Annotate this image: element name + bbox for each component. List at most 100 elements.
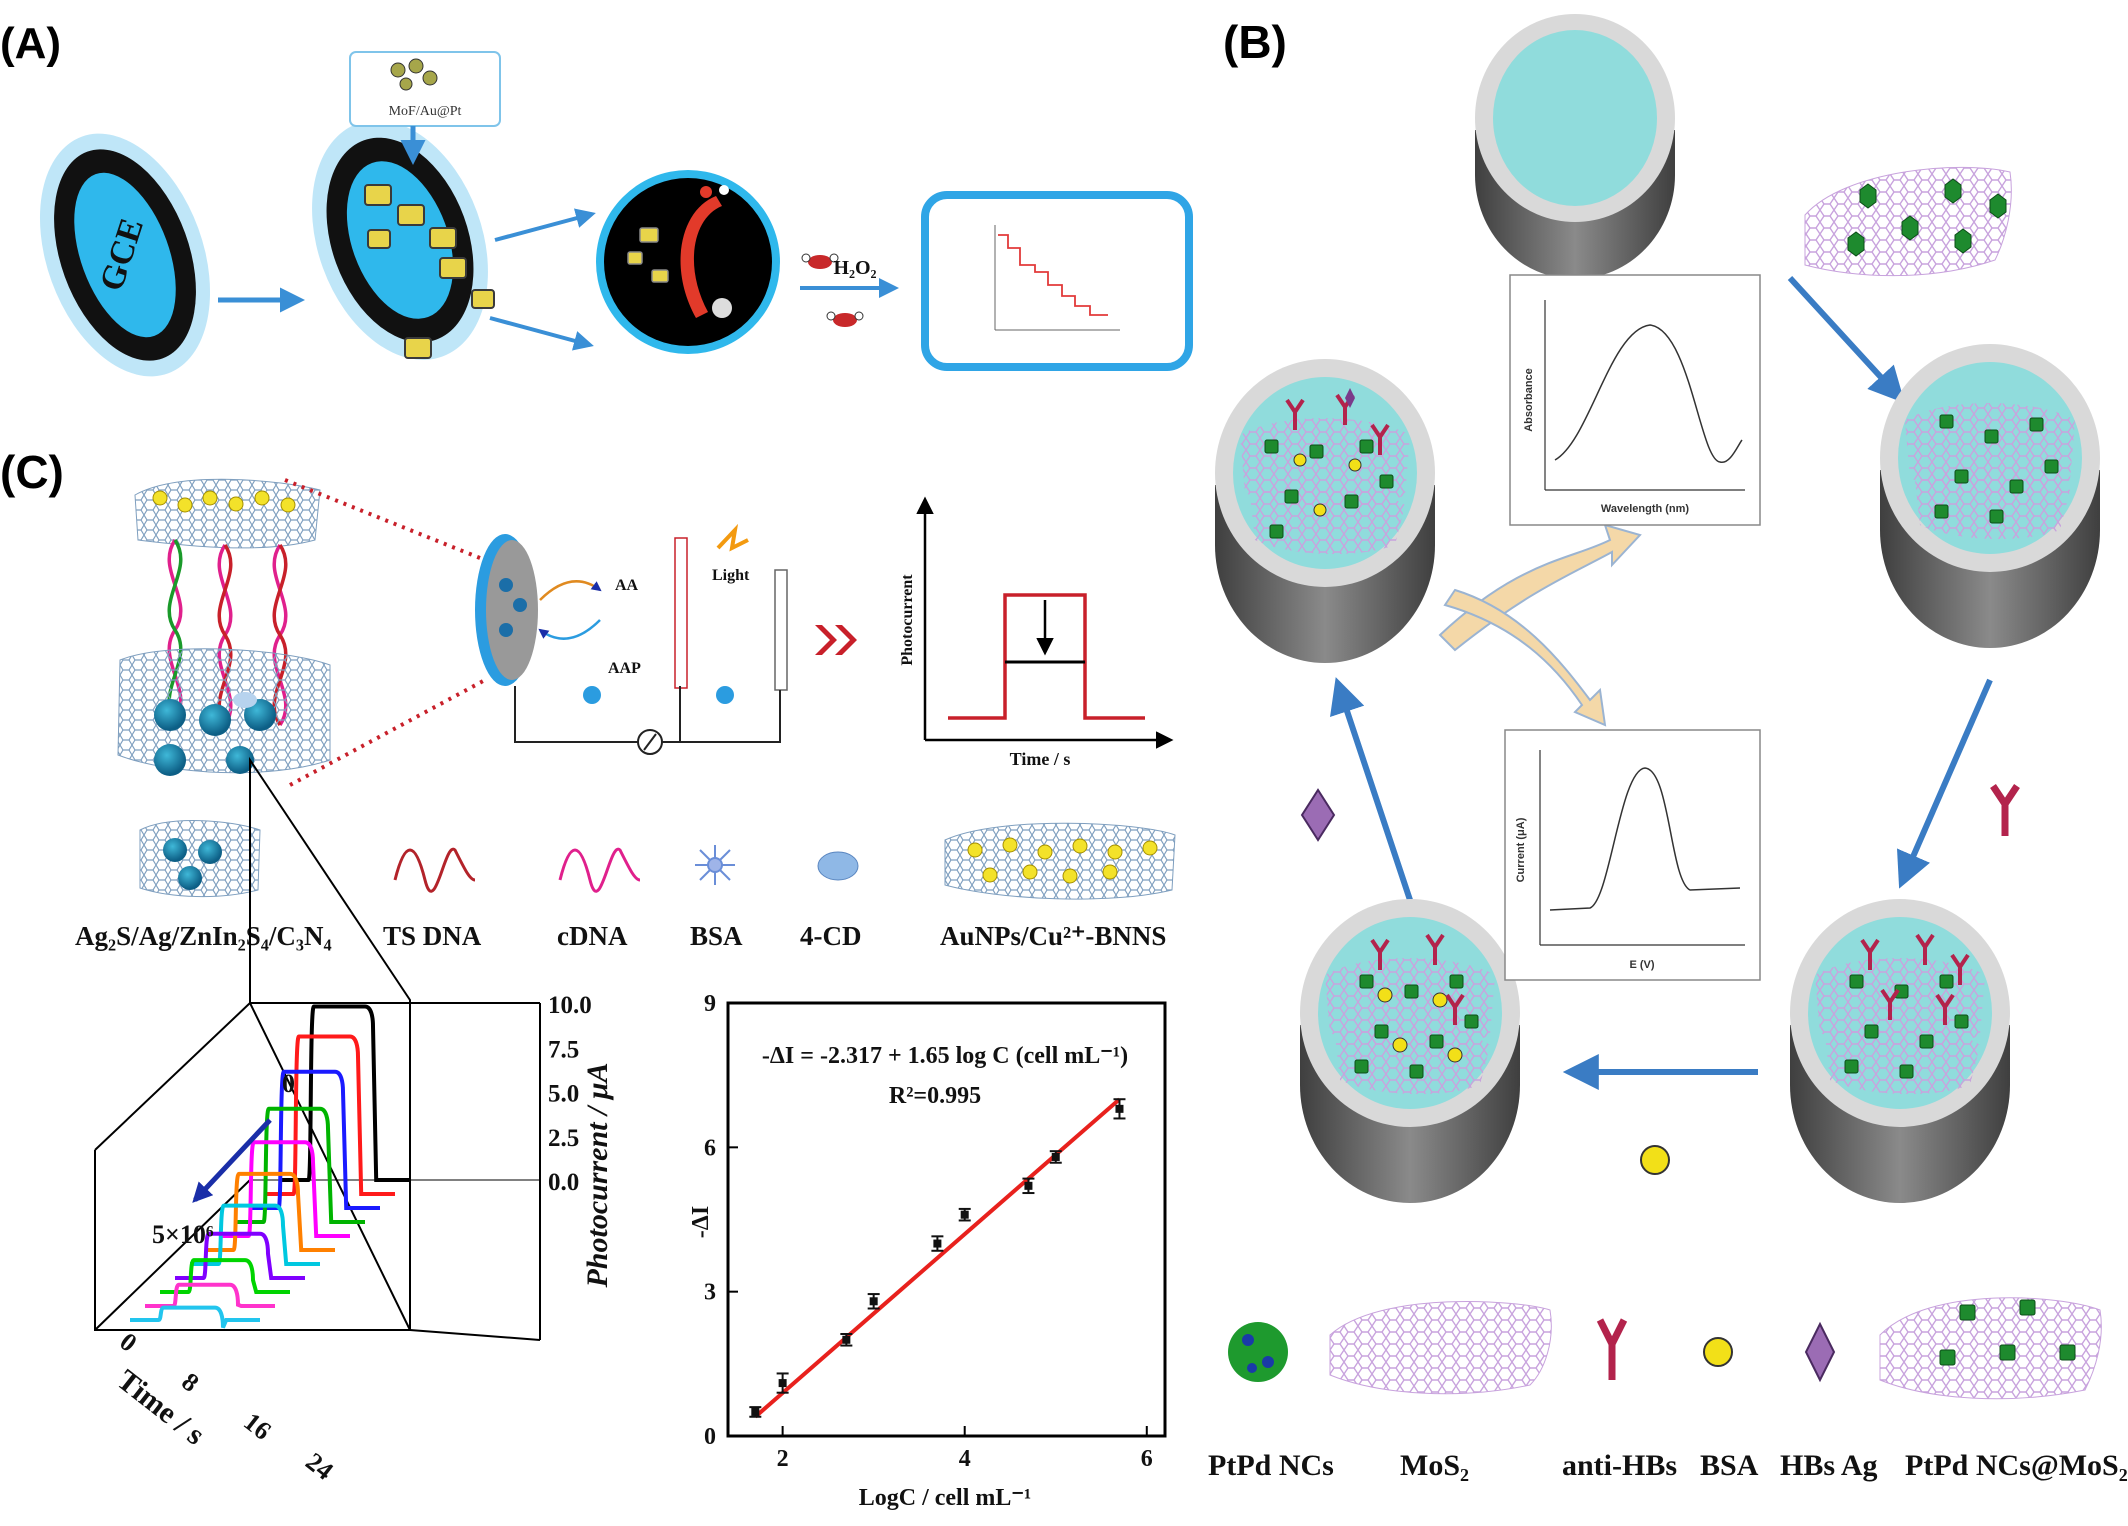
legend-b-bsa: BSA — [1700, 1449, 1759, 1482]
waterfall-series-line — [130, 1305, 260, 1329]
waterfall-series-line — [145, 1282, 275, 1308]
composite-c-icon — [139, 820, 261, 898]
panel-label-a: (A) — [0, 19, 61, 68]
waterfall-series-line — [190, 1203, 320, 1266]
arrow-a3 — [489, 316, 594, 351]
aa-label: AA — [615, 577, 639, 594]
legend-c-cd: 4-CD — [800, 921, 862, 951]
calibration-y-tick-label: 9 — [704, 991, 716, 1017]
bsa-icon — [1703, 1337, 1733, 1367]
waterfall-series-line — [160, 1258, 290, 1294]
mof-au-pt-particles — [364, 184, 495, 359]
calibration-ylabel: -ΔI — [688, 1206, 714, 1238]
waterfall-bottom-label: 5×10⁶ — [152, 1220, 214, 1249]
legend-b-antibody: anti-HBs — [1562, 1449, 1677, 1482]
waterfall-frame — [94, 1000, 411, 1331]
bnns-c-icon — [944, 822, 1176, 900]
amperometry-box — [921, 191, 1193, 371]
arrow-b1 — [1787, 275, 1905, 404]
legend-b-labels: PtPd NCs MoS₂ anti-HBs BSA HBs Ag PtPd N… — [1208, 1449, 2128, 1482]
waterfall-series-line — [250, 1069, 380, 1210]
calibration-x-tick-label: 6 — [1141, 1446, 1153, 1472]
bsa-c-icon — [695, 845, 735, 885]
mos2-icon — [1329, 1300, 1552, 1395]
catalysis-arrow — [680, 196, 722, 318]
light-label: Light — [712, 567, 750, 584]
waterfall-z-tick-label: 5.0 — [548, 1081, 579, 1108]
disk-antigen — [1215, 359, 1435, 663]
h2o2-molecule-1 — [801, 253, 839, 269]
legend-c-icons — [139, 820, 1176, 900]
photocurrent-sketch: Photocurrent Time / s — [899, 496, 1174, 769]
disk-antibody — [1790, 899, 2010, 1203]
calibration-fit-line — [753, 1097, 1121, 1419]
calibration-x-tick-label: 4 — [959, 1446, 971, 1472]
waterfall-series-line — [220, 1140, 350, 1238]
calibration-y-tick-label: 3 — [704, 1280, 716, 1306]
calibration-r2: R²=0.995 — [889, 1083, 981, 1109]
panel-label-c: (C) — [0, 446, 64, 498]
antibody-icon — [1596, 1318, 1628, 1380]
waterfall-t-tick-label: 24 — [300, 1447, 338, 1486]
calibration-equation: -ΔI = -2.317 + 1.65 log C (cell mL⁻¹) — [762, 1043, 1128, 1069]
current-xlabel: E (V) — [1629, 959, 1654, 971]
bnns-sheet — [134, 478, 321, 549]
calibration-point — [749, 1406, 762, 1418]
arrow-b2 — [1897, 678, 1993, 889]
material-box — [349, 51, 501, 127]
calibration-point — [958, 1207, 971, 1222]
inset-current: Current (μA) E (V) — [1504, 729, 1761, 981]
calibration-frame — [726, 1001, 1167, 1438]
calibration-xlabel: LogC / cell mL⁻¹ — [859, 1485, 1032, 1511]
composite-icon — [1879, 1297, 2102, 1400]
waterfall-z-tick-label: 0.0 — [548, 1169, 579, 1196]
arrow-b4 — [1330, 677, 1413, 901]
calibration-point — [867, 1293, 880, 1310]
calibration-point — [1049, 1150, 1062, 1164]
legend-b-antigen: HBs Ag — [1780, 1449, 1878, 1482]
legend-b-ptpd: PtPd NCs — [1208, 1449, 1334, 1482]
legend-c-labels: Ag₂S/Ag/ZnIn₂S₄/C₃N₄ TS DNA cDNA BSA 4-C… — [75, 921, 1166, 951]
antibody-reagent-icon — [1990, 784, 2020, 836]
ts-dna-icon — [393, 847, 476, 893]
legend-c-bnns: AuNPs/Cu²⁺-BNNS — [940, 921, 1166, 951]
current-ylabel: Current (μA) — [1515, 817, 1527, 882]
h2o2-label: H₂O₂ — [833, 257, 876, 279]
cdna-icon — [558, 847, 641, 893]
calibration-x-tick-label: 2 — [777, 1446, 789, 1472]
disk-modified — [1880, 344, 2100, 648]
ptpd-icon — [1228, 1322, 1288, 1382]
material-box-particles — [390, 58, 438, 91]
photocurrent-axis-label: Photocurrent — [899, 574, 916, 666]
bsa-reagent-icon — [1640, 1145, 1670, 1175]
inset-absorbance: Absorbance Wavelength (nm) — [1509, 274, 1761, 526]
gce-electrode — [39, 133, 211, 377]
waterfall-z-tick-label: 7.5 — [548, 1036, 579, 1063]
amperometry-plot — [994, 225, 1120, 331]
arrow-a2 — [494, 208, 596, 242]
legend-b-composite: PtPd NCs@MoS₂ — [1905, 1449, 2128, 1482]
panel-label-b: (B) — [1223, 16, 1287, 68]
mos2-sheet-top — [1804, 166, 2012, 277]
legend-c-composite: Ag₂S/Ag/ZnIn₂S₄/C₃N₄ — [75, 921, 332, 951]
h2o2-molecule-2 — [826, 311, 864, 327]
waterfall-t-tick-label: 16 — [238, 1407, 276, 1446]
calibration-point — [931, 1235, 944, 1252]
waterfall-top-label: 0 — [282, 1069, 295, 1098]
calibration-point — [840, 1333, 853, 1347]
composite-sheet — [117, 648, 331, 776]
concentration-arrow — [192, 1118, 272, 1203]
chevron-right-icon — [815, 625, 857, 655]
modified-electrode — [312, 120, 488, 360]
legend-b-mos2: MoS₂ — [1400, 1449, 1469, 1482]
material-box-label: MoF/Au@Pt — [389, 104, 462, 119]
cd-icon — [817, 851, 859, 881]
legend-c-ts-dna: TS DNA — [383, 921, 482, 951]
aap-label: AAP — [608, 660, 641, 677]
waterfall-t-tick-label: 8 — [176, 1367, 204, 1398]
waterfall-back-wall — [249, 756, 411, 1331]
waterfall-series-line — [175, 1231, 305, 1280]
